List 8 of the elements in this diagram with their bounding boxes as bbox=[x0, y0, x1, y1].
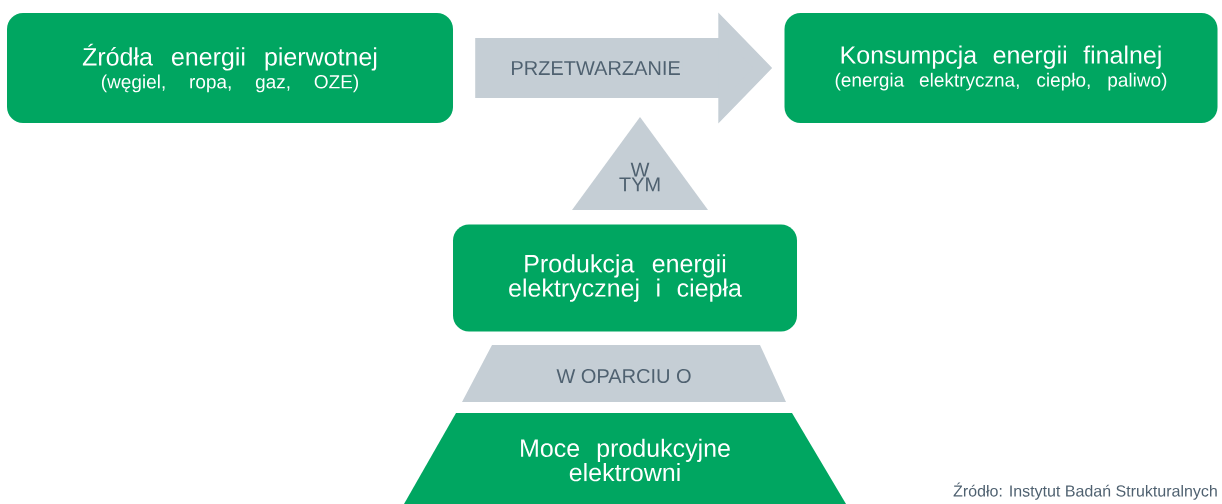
source-note: Źródło: Instytut Badań Strukturalnych bbox=[953, 482, 1217, 500]
process-box: Produkcja energii elektrycznej i ciepła bbox=[453, 224, 797, 332]
edge-label: PRZETWARZANIE bbox=[512, 61, 680, 75]
process-box: Źródła energii pierwotnej (węgiel, ropa, gaz, OZE) bbox=[7, 13, 453, 123]
trapezoid: W OPARCIU O bbox=[462, 345, 786, 402]
trapezoid: Moce produkcyjne elektrowni bbox=[404, 413, 846, 504]
triangle: W TYM bbox=[572, 117, 708, 210]
process-box: Konsumpcja energii finalnej (energia elektryczna, ciepło, paliwo) bbox=[784, 13, 1218, 123]
